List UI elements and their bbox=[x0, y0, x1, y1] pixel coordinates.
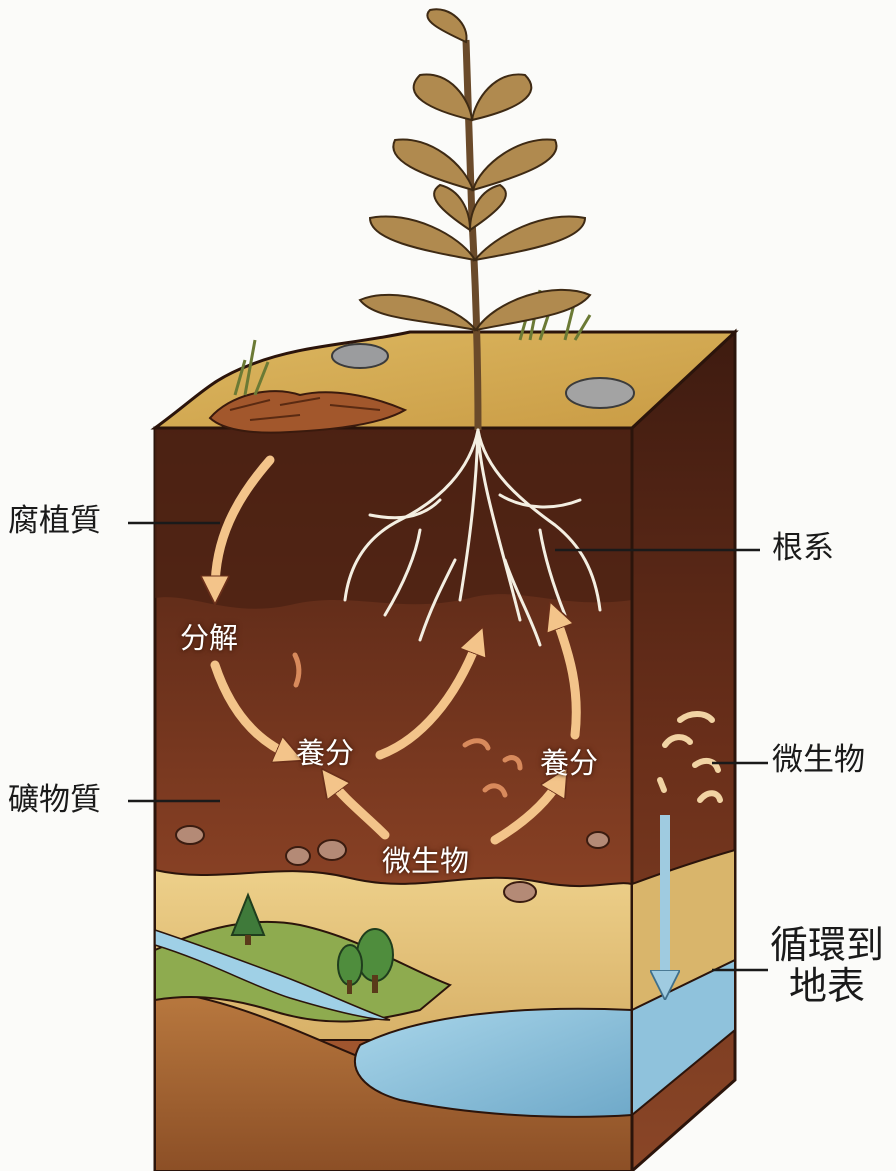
label-humus: 腐植質 bbox=[8, 505, 101, 538]
top-rock-left bbox=[332, 344, 388, 368]
inner-label-nutrients-right: 養分 bbox=[540, 740, 598, 782]
label-cycle-to-surface: 循環到 地表 bbox=[762, 925, 892, 1007]
label-cycle-line2: 地表 bbox=[762, 966, 892, 1007]
inner-label-decompose: 分解 bbox=[180, 615, 238, 657]
label-cycle-line1: 循環到 bbox=[762, 925, 892, 966]
label-roots: 根系 bbox=[772, 532, 834, 565]
label-minerals: 礦物質 bbox=[8, 784, 101, 817]
top-rock-right bbox=[566, 378, 634, 408]
label-microbes-right: 微生物 bbox=[772, 744, 865, 777]
inner-label-microbes-center: 微生物 bbox=[382, 838, 469, 880]
inner-label-nutrients-left: 養分 bbox=[296, 730, 354, 772]
